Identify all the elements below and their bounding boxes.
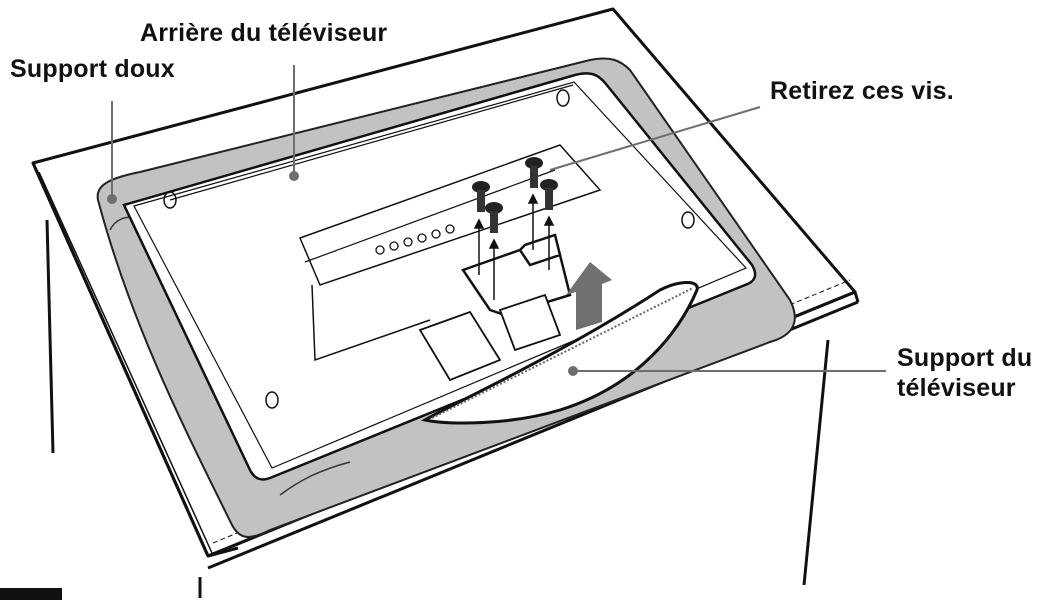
label-tv-stand: Support du téléviseur (897, 343, 1054, 403)
mount-hole-icon (163, 89, 695, 409)
table-leg-right (802, 339, 830, 586)
tv-back (122, 72, 757, 481)
table-edge-left (31, 162, 210, 557)
lift-up-arrow-icon (566, 262, 612, 330)
screw-arrows (473, 193, 555, 300)
stand-bracket (418, 233, 572, 382)
label-soft-cloth: Support doux (10, 55, 175, 83)
label-tv-stand-line2: téléviseur (897, 374, 1016, 402)
label-tv-back: Arrière du téléviseur (140, 19, 388, 47)
label-remove-screws: Retirez ces vis. (770, 77, 954, 105)
page-badge (0, 588, 62, 600)
label-tv-stand-line1: Support du (897, 344, 1033, 372)
connector-ports (375, 224, 455, 255)
leader-lines (107, 65, 886, 376)
tv-stand (420, 262, 699, 425)
screws (472, 157, 558, 300)
screw-icon (472, 157, 558, 233)
table-leg-left (45, 219, 55, 454)
